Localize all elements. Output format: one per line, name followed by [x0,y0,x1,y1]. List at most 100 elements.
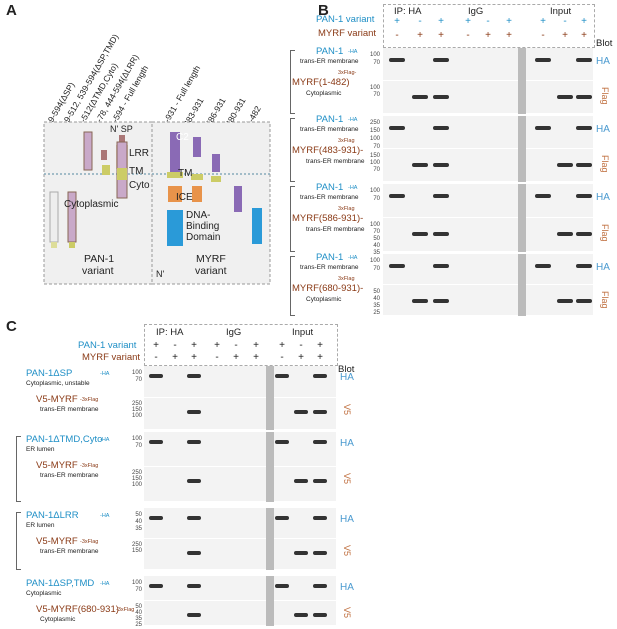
c-marker: 250 [131,470,142,476]
b-marker: 35 [373,250,380,256]
c-band-ha [187,440,201,444]
label-dbd: DNA- Binding Domain [186,210,221,243]
c-band-v5 [313,551,327,555]
c-marker: 250 [131,401,142,407]
label-cytoplasmic: Cytoplasmic [64,199,119,210]
c-band-ha [313,374,327,378]
b-band-ha [576,194,592,198]
b-band-flag [412,232,428,236]
b-marker: 100 [369,258,380,264]
c-row-myrf-tag: -3xFlag [80,397,99,403]
b-blot-label-ha: HA [596,192,610,203]
b-marker: 100 [369,222,380,228]
c-bracket [16,436,21,502]
c-marker: 100 [131,482,142,488]
c-row-pan1-tag: -HA [100,371,110,377]
c-band-ha [275,374,289,378]
c-bracket [16,512,21,570]
b-marker: 100 [369,188,380,194]
c-marker: 70 [135,587,142,593]
b-row-myrf-title: MYRF(1-482) [292,77,350,88]
c-myrf-sign: + [191,352,197,363]
c-myrf-sign: - [154,352,158,363]
label-lrr: LRR [129,148,150,159]
c-row-pan1-loc: Cytoplasmic [26,590,62,597]
c-hdr-ip: IP: HA [156,327,184,338]
b-header-box [383,4,595,48]
label-pan1-variant: variant [82,265,114,277]
b-pan1-sign: - [486,16,490,27]
c-band-ha [149,440,163,444]
b-row-myrf-loc: Cytoplasmic [306,90,342,97]
c-band-ha [149,584,163,588]
c-band-v5 [187,479,201,483]
c-blot-ha [144,432,336,466]
b-band-flag [557,95,573,99]
c-marker: 100 [131,370,142,376]
b-band-ha [433,194,449,198]
label-myrf: MYRF [196,253,226,265]
b-row-pan1-tag: -HA [348,117,358,123]
c-marker: 25 [135,622,142,628]
label-n-prime: N' [156,269,165,279]
c-pan1-sign: + [279,340,285,351]
b-marker: 150 [369,128,380,134]
b-row-pan1-tag: -HA [348,185,358,191]
c-pan1-sign: - [299,340,303,351]
b-row-pan1-tag: -HA [348,255,358,261]
b-myrf-sign: + [417,30,423,41]
b-pan1-sign: + [506,16,512,27]
c-band-v5 [294,551,308,555]
b-blot-label-ha: HA [596,262,610,273]
c-marker: 100 [131,436,142,442]
c-pan1-sign: + [317,340,323,351]
b-band-flag [433,163,449,167]
c-row-myrf-title: V5-MYRF [36,460,78,471]
b-band-flag [412,95,428,99]
b-row-myrf-tag: 3xFlag [338,276,355,282]
b-blot-ha [383,254,593,284]
c-marker: 70 [135,377,142,383]
b-row-pan1-title: PAN-1 [316,46,344,57]
b-blot-label-ha: HA [596,124,610,135]
b-blot-label-flag: Flag [600,224,610,242]
b-row-myrf-title: MYRF(680-931)- [292,283,364,294]
b-band-flag [433,95,449,99]
b-band-ha [389,58,405,62]
c-blot-ha [144,576,336,600]
b-row-pan1-loc: trans-ER membrane [300,58,359,65]
b-marker: 70 [373,196,380,202]
b-blot-ha [383,116,593,148]
b-myrf-sign: + [562,30,568,41]
b-row-myrf-title: MYRF(483-931)- [292,145,364,156]
c-band-v5 [187,613,201,617]
b-ladder-lane [518,254,526,316]
b-hdr-ip: IP: HA [394,6,422,17]
b-pan1-sign: - [418,16,422,27]
c-row-myrf-tag: -3xFlag [116,607,135,613]
b-marker: 50 [373,289,380,295]
b-band-flag [557,232,573,236]
c-band-ha [313,584,327,588]
c-blot-label-v5: V5 [342,545,352,557]
c-myrf-sign: + [298,352,304,363]
b-bracket [290,50,295,114]
b-ladder-lane [518,48,526,114]
b-row-myrf-loc: trans-ER membrane [306,158,365,165]
b-band-flag [576,299,592,303]
b-marker: 35 [373,303,380,309]
c-hdr-blot: Blot [338,364,355,375]
b-myrf-sign: + [485,30,491,41]
c-band-v5 [294,479,308,483]
c-blot-label-v5: V5 [342,404,352,416]
b-band-ha [433,58,449,62]
b-row-pan1-title: PAN-1 [316,114,344,125]
c-band-v5 [187,410,201,414]
c-pan1-sign: + [214,340,220,351]
c-row-myrf-tag: -3xFlag [80,539,99,545]
b-band-flag [576,232,592,236]
b-marker: 70 [373,266,380,272]
b-pan1-sign: - [563,16,567,27]
c-row-pan1-loc: Cytoplasmic, unstable [26,380,90,387]
c-row-myrf-title: V5-MYRF(680-931) [36,604,119,615]
